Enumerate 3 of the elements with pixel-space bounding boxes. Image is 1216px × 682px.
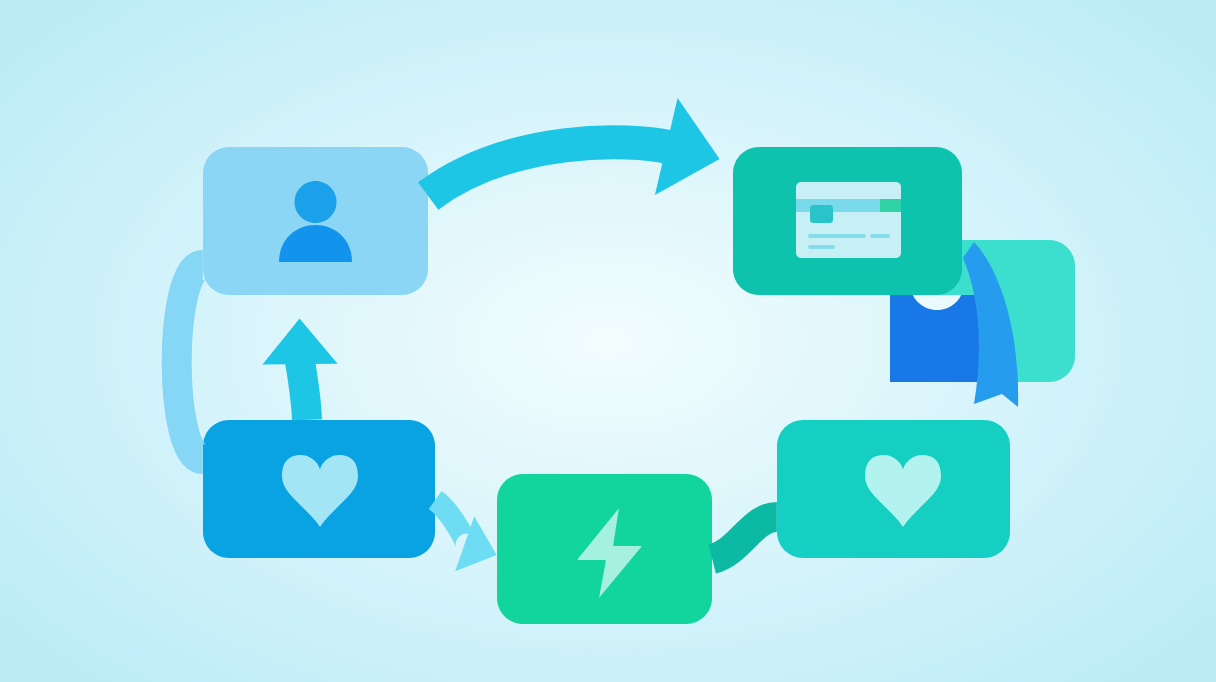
ribbon	[963, 242, 1019, 407]
connector-band	[707, 502, 779, 574]
rounded-box	[497, 474, 712, 624]
